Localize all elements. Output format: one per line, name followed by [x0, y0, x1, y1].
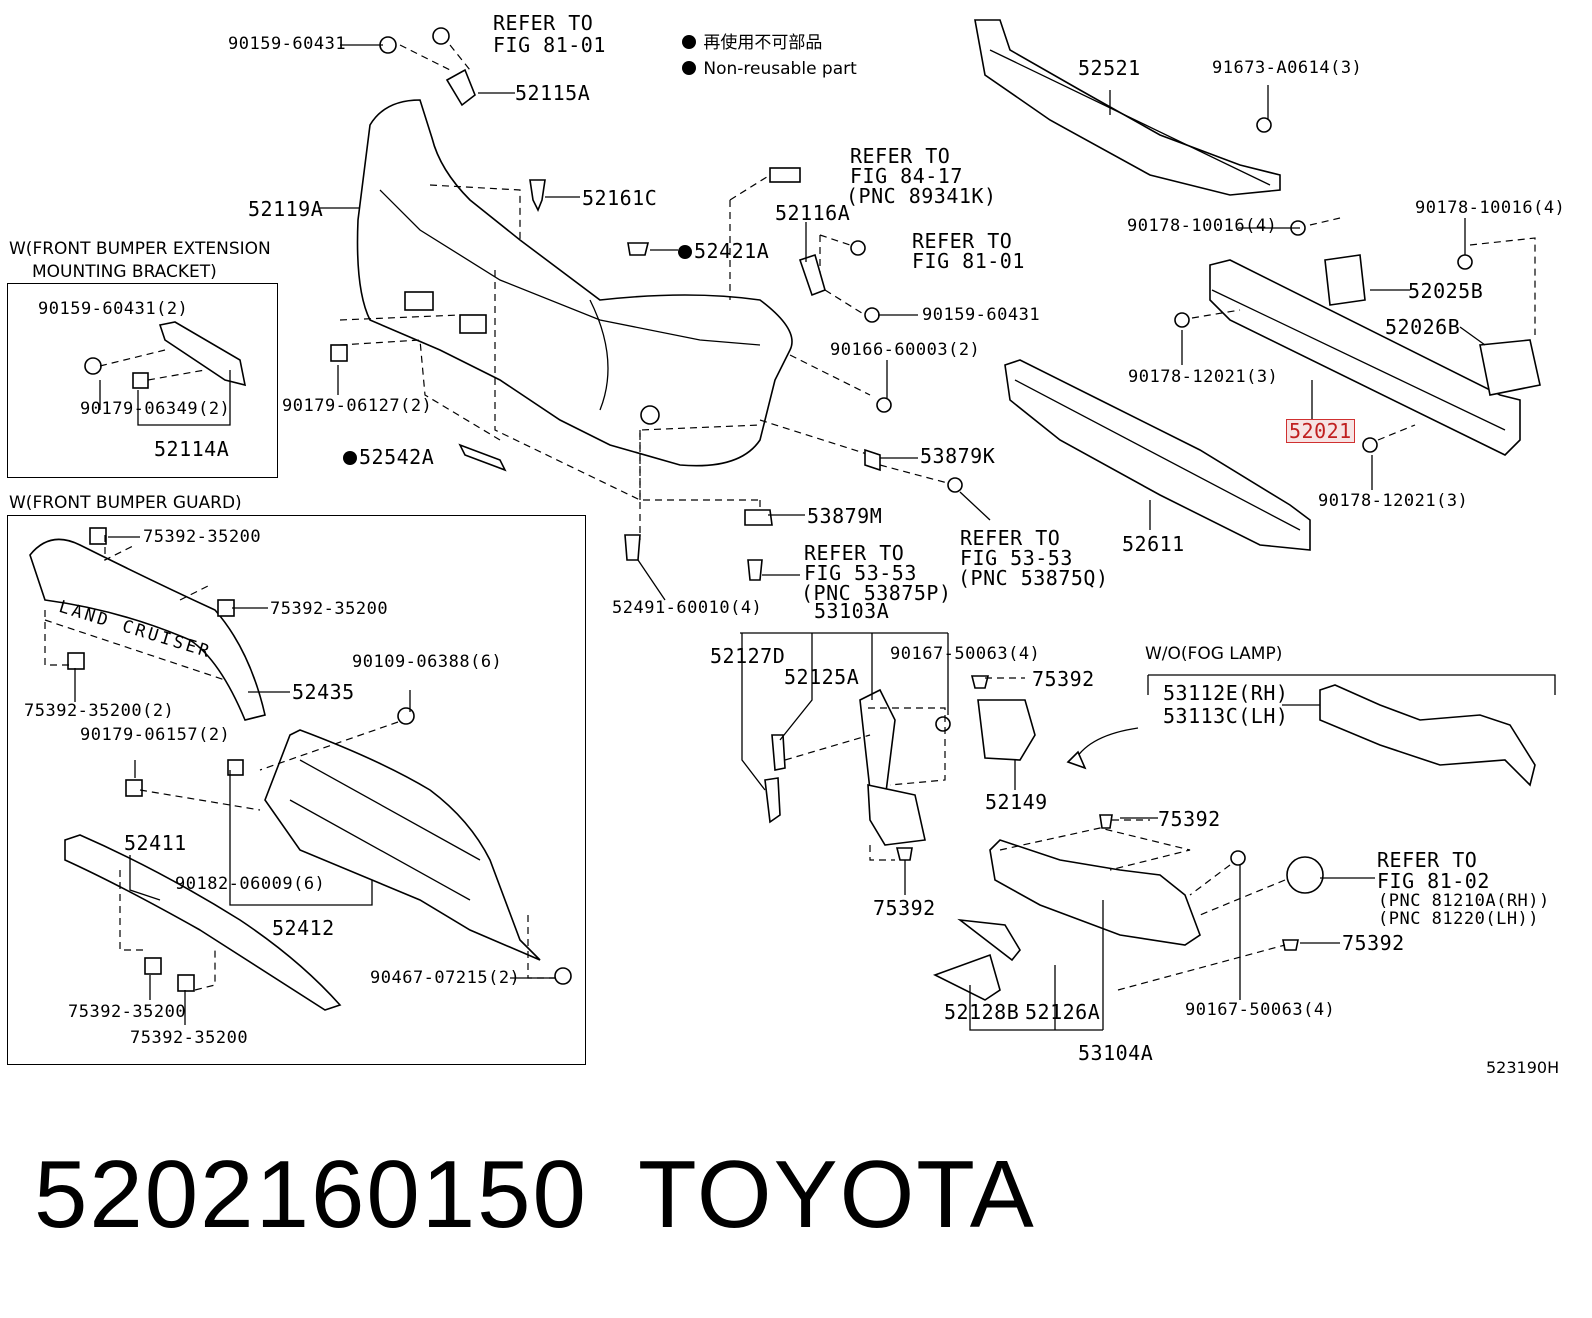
part-label[interactable]: 90109-06388(6) — [352, 652, 503, 672]
refer-label[interactable]: REFER TO — [493, 11, 594, 35]
extension-box-title-1: W(FRONT BUMPER EXTENSION — [9, 239, 271, 259]
part-label[interactable]: 52025B — [1408, 279, 1484, 303]
part-label[interactable]: 90167-50063(4) — [1185, 1000, 1336, 1020]
part-label[interactable]: 52411 — [124, 831, 187, 855]
bullet-icon — [682, 61, 696, 75]
skid-plate-drawing — [264, 729, 541, 961]
part-label[interactable]: 75392-35200 — [68, 1002, 187, 1022]
diagram-code: 523190H — [1486, 1058, 1560, 1077]
part-label[interactable]: 53112E(RH) — [1163, 681, 1289, 705]
part-label[interactable]: 91673-A0614(3) — [1212, 58, 1363, 78]
part-label[interactable]: 75392-35200 — [143, 527, 262, 547]
part-label[interactable]: 90179-06349(2) — [80, 399, 231, 419]
part-label[interactable]: 52115A — [515, 81, 591, 105]
part-label[interactable]: 90178-10016(4) — [1127, 216, 1278, 236]
part-label[interactable]: 75392-35200 — [130, 1028, 249, 1048]
extension-bracket-box — [7, 283, 278, 478]
part-label[interactable]: 90467-07215(2) — [370, 968, 521, 988]
refer-label[interactable]: REFER TO — [960, 526, 1061, 550]
part-label[interactable]: 53879K — [920, 444, 996, 468]
non-reusable-icon — [343, 451, 357, 465]
highlighted-part-label[interactable]: 52021 — [1286, 419, 1355, 443]
guard-box-title: W(FRONT BUMPER GUARD) — [9, 493, 242, 513]
part-label[interactable]: 52412 — [272, 916, 335, 940]
legend-jp: 再使用不可部品 — [682, 32, 822, 54]
fog-cover-drawing — [1319, 684, 1536, 787]
refer-label[interactable]: (PNC 89341K) — [846, 184, 997, 208]
part-label[interactable]: 52611 — [1122, 532, 1185, 556]
part-label[interactable]: 52125A — [784, 665, 860, 689]
part-label[interactable]: 52491-60010(4) — [612, 598, 763, 618]
part-label[interactable]: 52149 — [985, 790, 1048, 814]
part-label[interactable]: 52116A — [775, 201, 851, 225]
reinforcement-drawing — [974, 19, 1281, 196]
part-label[interactable]: 90159-60431 — [228, 34, 347, 54]
part-label[interactable]: 75392-35200(2) — [24, 701, 175, 721]
bumper-cover-drawing — [356, 99, 793, 467]
part-label[interactable]: 90178-12021(3) — [1318, 491, 1469, 511]
part-label[interactable]: 52127D — [710, 644, 786, 668]
refer-label[interactable]: (PNC 53875Q) — [958, 566, 1109, 590]
part-label[interactable]: 75392-35200 — [270, 599, 389, 619]
part-label[interactable]: 90182-06009(6) — [175, 874, 326, 894]
part-label[interactable]: 52161C — [582, 186, 658, 210]
guard-drawing — [29, 538, 266, 721]
part-label[interactable]: 52521 — [1078, 56, 1141, 80]
part-label[interactable]: 52421A — [678, 240, 769, 262]
lower-grille-drawing — [989, 839, 1201, 946]
non-reusable-icon — [678, 245, 692, 259]
refer-label[interactable]: REFER TO — [850, 144, 951, 168]
part-label[interactable]: 52026B — [1385, 315, 1461, 339]
part-label[interactable]: 90159-60431 — [922, 305, 1041, 325]
part-label[interactable]: 75392 — [1342, 931, 1405, 955]
bullet-icon — [682, 35, 696, 49]
part-label[interactable]: 90178-10016(4) — [1415, 198, 1566, 218]
parts-diagram — [29, 19, 1556, 1031]
part-label[interactable]: 90167-50063(4) — [890, 644, 1041, 664]
refer-label[interactable]: FIG 81-01 — [493, 33, 606, 57]
footer-part-number: 5202160150 — [34, 1141, 588, 1248]
refer-label[interactable]: REFER TO — [1377, 848, 1478, 872]
part-label[interactable]: 52435 — [292, 680, 355, 704]
part-label[interactable]: 52119A — [248, 197, 324, 221]
part-label[interactable]: 75392 — [1032, 667, 1095, 691]
part-label[interactable]: 53879M — [807, 504, 883, 528]
part-label[interactable]: 75392 — [1158, 807, 1221, 831]
refer-label[interactable]: (PNC 81220(LH)) — [1378, 909, 1540, 929]
refer-label[interactable]: FIG 53-53 — [960, 546, 1073, 570]
fog-box-title: W/O(FOG LAMP) — [1145, 644, 1283, 664]
part-label[interactable]: 90178-12021(3) — [1128, 367, 1279, 387]
part-label[interactable]: 75392 — [873, 896, 936, 920]
lower-strip-drawing — [64, 834, 342, 1011]
refer-label[interactable]: FIG 81-01 — [912, 249, 1025, 273]
guard-box — [7, 515, 586, 1065]
extension-box-title-2: MOUNTING BRACKET) — [32, 262, 217, 282]
refer-label[interactable]: FIG 84-17 — [850, 164, 963, 188]
part-label[interactable]: 90166-60003(2) — [830, 340, 981, 360]
part-label[interactable]: 52128B — [944, 1000, 1020, 1024]
legend-en: Non-reusable part — [682, 58, 857, 80]
part-label[interactable]: 53104A — [1078, 1041, 1154, 1065]
refer-label[interactable]: REFER TO — [804, 541, 905, 565]
part-label[interactable]: 52126A — [1025, 1000, 1101, 1024]
refer-label[interactable]: (PNC 81210A(RH)) — [1378, 891, 1550, 911]
part-label[interactable]: 52542A — [343, 446, 434, 468]
part-label[interactable]: 53103A — [814, 599, 890, 623]
part-label[interactable]: 90159-60431(2) — [38, 299, 189, 319]
beam-drawing — [1209, 259, 1521, 456]
part-label[interactable]: 52114A — [154, 437, 230, 461]
refer-label[interactable]: FIG 53-53 — [804, 561, 917, 585]
refer-label[interactable]: (PNC 53875P) — [801, 581, 952, 605]
refer-label[interactable]: FIG 81-02 — [1377, 869, 1490, 893]
refer-label[interactable]: REFER TO — [912, 229, 1013, 253]
part-label[interactable]: 90179-06157(2) — [80, 725, 231, 745]
part-label[interactable]: 53113C(LH) — [1163, 704, 1289, 728]
footer-brand: TOYOTA — [638, 1141, 1036, 1248]
part-label[interactable]: 90179-06127(2) — [282, 396, 433, 416]
